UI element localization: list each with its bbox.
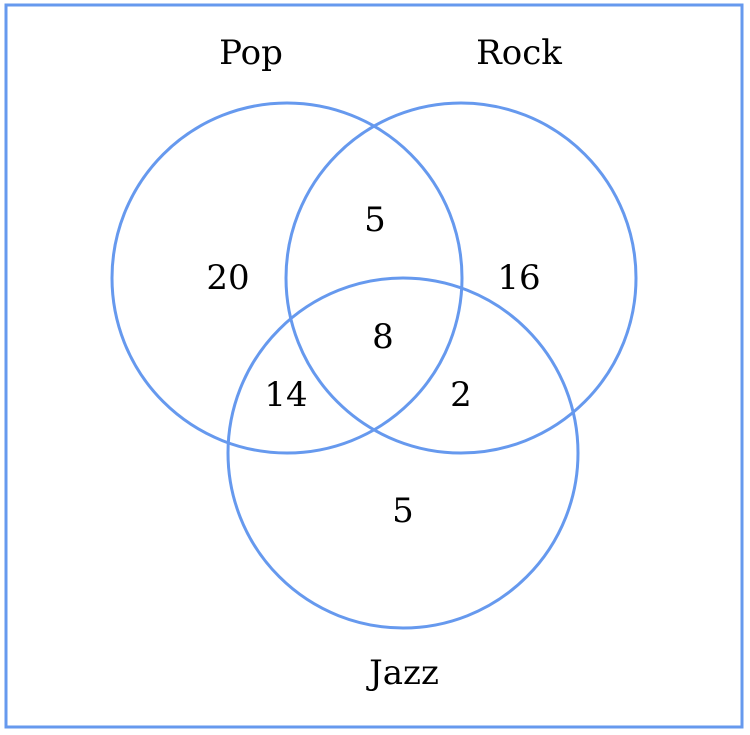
count-pop-rock-jazz: 8	[372, 317, 394, 357]
pop-circle	[110, 101, 464, 455]
count-rock-only: 16	[497, 258, 540, 298]
count-jazz-only: 5	[392, 491, 414, 531]
count-pop-only: 20	[206, 258, 249, 298]
pop-label: Pop	[219, 33, 283, 73]
diagram-frame	[4, 3, 744, 729]
count-rock-jazz: 2	[450, 375, 472, 415]
jazz-circle	[226, 276, 580, 630]
jazz-label: Jazz	[366, 653, 439, 693]
rock-label: Rock	[476, 33, 562, 73]
count-pop-rock: 5	[364, 200, 386, 240]
rock-circle	[284, 101, 638, 455]
count-pop-jazz: 14	[264, 375, 307, 415]
